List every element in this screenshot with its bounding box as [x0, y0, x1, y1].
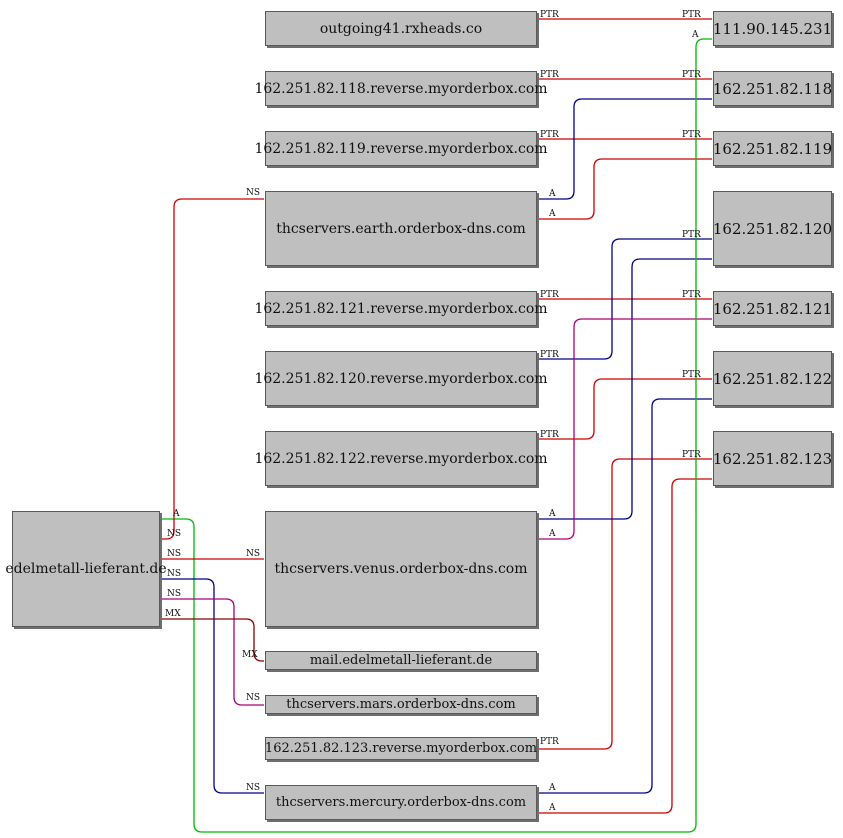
node-mars[interactable]: thcservers.mars.orderbox-dns.com — [265, 695, 537, 714]
node-mail[interactable]: mail.edelmetall-lieferant.de — [265, 651, 537, 670]
label-a: A — [548, 209, 556, 219]
edge-a-venus-121 — [538, 318, 712, 540]
node-ip122[interactable]: 162.251.82.122 — [713, 351, 832, 406]
label-ns: NS — [167, 529, 181, 539]
node-ip120[interactable]: 162.251.82.120 — [713, 191, 832, 266]
label-ptr: PTR — [682, 10, 701, 20]
label-ns: NS — [167, 589, 181, 599]
label-a: A — [548, 783, 556, 793]
node-rev118[interactable]: 162.251.82.118.reverse.myorderbox.com — [254, 71, 548, 106]
label-mx: MX — [242, 650, 258, 660]
edge-a-earth-119 — [538, 158, 712, 220]
label-ptr: PTR — [540, 430, 559, 440]
edge-mx-domain-mail — [162, 618, 264, 662]
edge-a-earth-118 — [538, 98, 712, 200]
node-rev122[interactable]: 162.251.82.122.reverse.myorderbox.com — [254, 431, 548, 486]
label-ptr: PTR — [540, 130, 559, 140]
label-ptr: PTR — [540, 737, 559, 747]
label-ptr: PTR — [682, 290, 701, 300]
node-rev120[interactable]: 162.251.82.120.reverse.myorderbox.com — [254, 351, 548, 406]
edge-ptr-rev120 — [538, 238, 712, 360]
node-outgoing41[interactable]: outgoing41.rxheads.co — [265, 11, 537, 46]
label-ptr: PTR — [682, 450, 701, 460]
edge-ns-domain-earth — [162, 198, 264, 540]
label-ns: NS — [167, 549, 181, 559]
label-ptr: PTR — [540, 70, 559, 80]
node-rev123[interactable]: 162.251.82.123.reverse.myorderbox.com — [265, 737, 537, 760]
node-ip118[interactable]: 162.251.82.118 — [713, 71, 832, 106]
label-ptr: PTR — [540, 290, 559, 300]
label-mx: MX — [165, 609, 181, 619]
label-ns: NS — [246, 549, 260, 559]
node-ip123[interactable]: 162.251.82.123 — [713, 431, 832, 486]
label-a: A — [548, 189, 556, 199]
label-ns: NS — [246, 783, 260, 793]
edge-a-mercury-123 — [538, 478, 712, 814]
label-ptr: PTR — [540, 350, 559, 360]
node-ip119[interactable]: 162.251.82.119 — [713, 131, 832, 166]
node-earth[interactable]: thcservers.earth.orderbox-dns.com — [265, 191, 537, 266]
label-ptr: PTR — [682, 230, 701, 240]
label-a: A — [548, 509, 556, 519]
node-venus[interactable]: thcservers.venus.orderbox-dns.com — [265, 511, 537, 627]
label-ns: NS — [246, 188, 260, 198]
label-a: A — [548, 529, 556, 539]
edge-a-mercury-122 — [538, 398, 712, 794]
node-mercury[interactable]: thcservers.mercury.orderbox-dns.com — [265, 785, 537, 820]
edge-ptr-rev123 — [538, 458, 712, 750]
node-rev119[interactable]: 162.251.82.119.reverse.myorderbox.com — [254, 131, 548, 166]
label-a: A — [172, 509, 180, 519]
edge-a-venus-120 — [538, 258, 712, 520]
edge-ptr-rev122 — [538, 378, 712, 440]
label-a: A — [548, 803, 556, 813]
label-ptr: PTR — [540, 10, 559, 20]
node-ip121[interactable]: 162.251.82.121 — [713, 291, 832, 326]
edge-a-domain-111 — [162, 38, 712, 833]
label-a: A — [691, 30, 699, 40]
edge-ns-domain-mercury — [162, 578, 264, 794]
label-ns: NS — [167, 569, 181, 579]
label-ns: NS — [246, 693, 260, 703]
node-rev121[interactable]: 162.251.82.121.reverse.myorderbox.com — [254, 291, 548, 326]
label-ptr: PTR — [682, 70, 701, 80]
edge-ns-domain-mars — [162, 598, 264, 706]
node-domain[interactable]: edelmetall-lieferant.de — [5, 511, 167, 627]
label-ptr: PTR — [682, 370, 701, 380]
node-ip111[interactable]: 111.90.145.231 — [713, 11, 832, 46]
label-ptr: PTR — [682, 130, 701, 140]
